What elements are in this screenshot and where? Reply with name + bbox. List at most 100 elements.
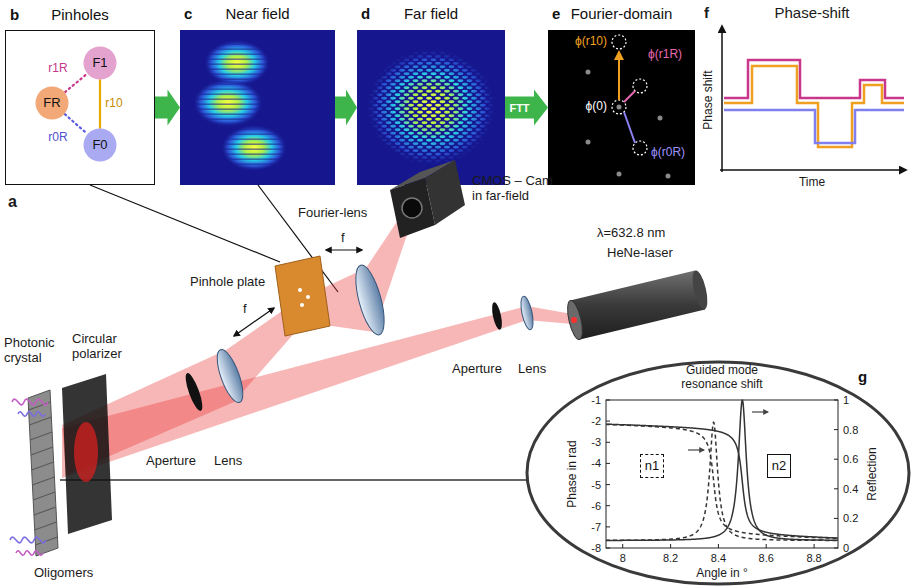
part-label: Photonic crystal (4, 336, 68, 366)
axis-title: Phase shift (702, 70, 716, 129)
pinhole-plate (275, 256, 330, 336)
phase-label: ϕ(r10) (575, 35, 607, 49)
laser-beam (62, 306, 572, 478)
leader-line (60, 479, 526, 481)
process-arrow (505, 90, 548, 126)
far-field-image (365, 47, 497, 167)
near-field-image (220, 124, 288, 172)
near-field-panel: cNear field (180, 30, 335, 185)
resonance-plot (834, 400, 838, 548)
tick-label: -3 (591, 436, 601, 449)
phase-shift-plot (724, 110, 904, 143)
fourier-domain-image (624, 112, 635, 143)
fourier-domain-image (617, 105, 622, 110)
oligomer-molecules (10, 537, 46, 543)
axis-title: Reflection (866, 447, 880, 500)
part-label: HeNe-laser (607, 246, 673, 261)
resonance-plot (606, 400, 610, 548)
distance-label: f (341, 231, 345, 246)
lens (519, 295, 536, 330)
node-label: n1 (645, 459, 659, 474)
panel-title: Pinholes (6, 6, 154, 23)
resonance-plot (623, 544, 814, 548)
tick-label: 8.2 (663, 552, 678, 565)
aperture (182, 371, 205, 412)
axis-title: Time (799, 176, 825, 190)
part-label: Fourier-lens (298, 206, 367, 221)
part-label: Aperture (452, 362, 502, 377)
fourier-domain-image (586, 70, 671, 179)
circular-polarizer (62, 374, 112, 534)
resonance-plot (752, 411, 768, 412)
pinhole-plate (298, 288, 302, 292)
tick-label: 0.8 (843, 423, 858, 436)
phase-label: ϕ(r1R) (648, 48, 682, 62)
fourier-domain-image (624, 91, 635, 102)
panel-letter: b (10, 6, 19, 23)
far-field-image (357, 30, 505, 185)
lens (350, 262, 390, 337)
near-field-image (180, 30, 335, 185)
tick-label: -7 (591, 521, 601, 534)
fourier-domain-image (618, 52, 620, 100)
far-field-panel: dFar field (357, 30, 505, 185)
near-field-image (194, 41, 286, 170)
fourier-domain-image (586, 70, 591, 75)
tick-label: 0.4 (843, 482, 858, 495)
pinhole-outline (84, 129, 117, 162)
tick-label: -6 (591, 499, 601, 512)
fourier-domain-image (617, 172, 622, 177)
panel-title: Near field (180, 5, 335, 22)
circular-polarizer (62, 374, 112, 534)
phase-label: ϕ(r0R) (651, 146, 685, 160)
edge-label: FTT (508, 101, 530, 114)
tick-label: 8.6 (759, 552, 774, 565)
focal-distance-arrow (326, 249, 362, 250)
fourier-domain-image (633, 79, 647, 93)
oligomer-molecules (10, 399, 48, 555)
panel-letter: f (704, 4, 709, 21)
index-box: n1 (640, 454, 664, 478)
resonance-plot (606, 400, 838, 540)
panel-letter: c (184, 5, 192, 22)
index-box: n2 (767, 454, 791, 478)
hene-laser (565, 299, 586, 341)
process-arrow (155, 90, 180, 126)
photonic-crystal (29, 402, 58, 545)
fourier-domain-image (666, 174, 671, 179)
axis-title: Angle in ° (696, 567, 748, 581)
lens (212, 347, 248, 406)
pinhole-outline (84, 47, 117, 80)
part-label: Aperture (146, 454, 196, 469)
near-field-image (192, 78, 264, 128)
phase-shift-plot (720, 26, 906, 172)
cmos-camera (390, 160, 465, 238)
near-field-image (194, 80, 262, 126)
cmos-camera (390, 178, 435, 238)
near-field-image (192, 39, 288, 172)
node-label: F1 (92, 56, 107, 71)
edge-label: r10 (104, 97, 123, 111)
fourier-domain-image (586, 140, 591, 145)
connector-layer (65, 74, 548, 134)
pinhole-panel: bPinholesF1FRF0 (5, 30, 155, 185)
near-field-image (180, 30, 335, 185)
fourier-domain-image (612, 100, 626, 114)
plot-title: Guided mode resonance shift (676, 364, 768, 392)
panel-letter: d (361, 5, 370, 22)
resonance-plot (606, 424, 838, 538)
pinhole-plate (275, 256, 330, 336)
part-label: Lens (518, 362, 546, 377)
process-arrow (335, 90, 357, 126)
oligomer-molecules (12, 399, 48, 405)
pinhole-plate (306, 295, 310, 299)
laser-beam (62, 214, 572, 478)
aperture (490, 301, 504, 330)
fourier-domain-image (633, 141, 647, 155)
resonance-plot (606, 400, 838, 548)
circular-polarizer (74, 422, 98, 482)
distance-vector (99, 80, 101, 128)
tick-label: -4 (591, 457, 601, 470)
